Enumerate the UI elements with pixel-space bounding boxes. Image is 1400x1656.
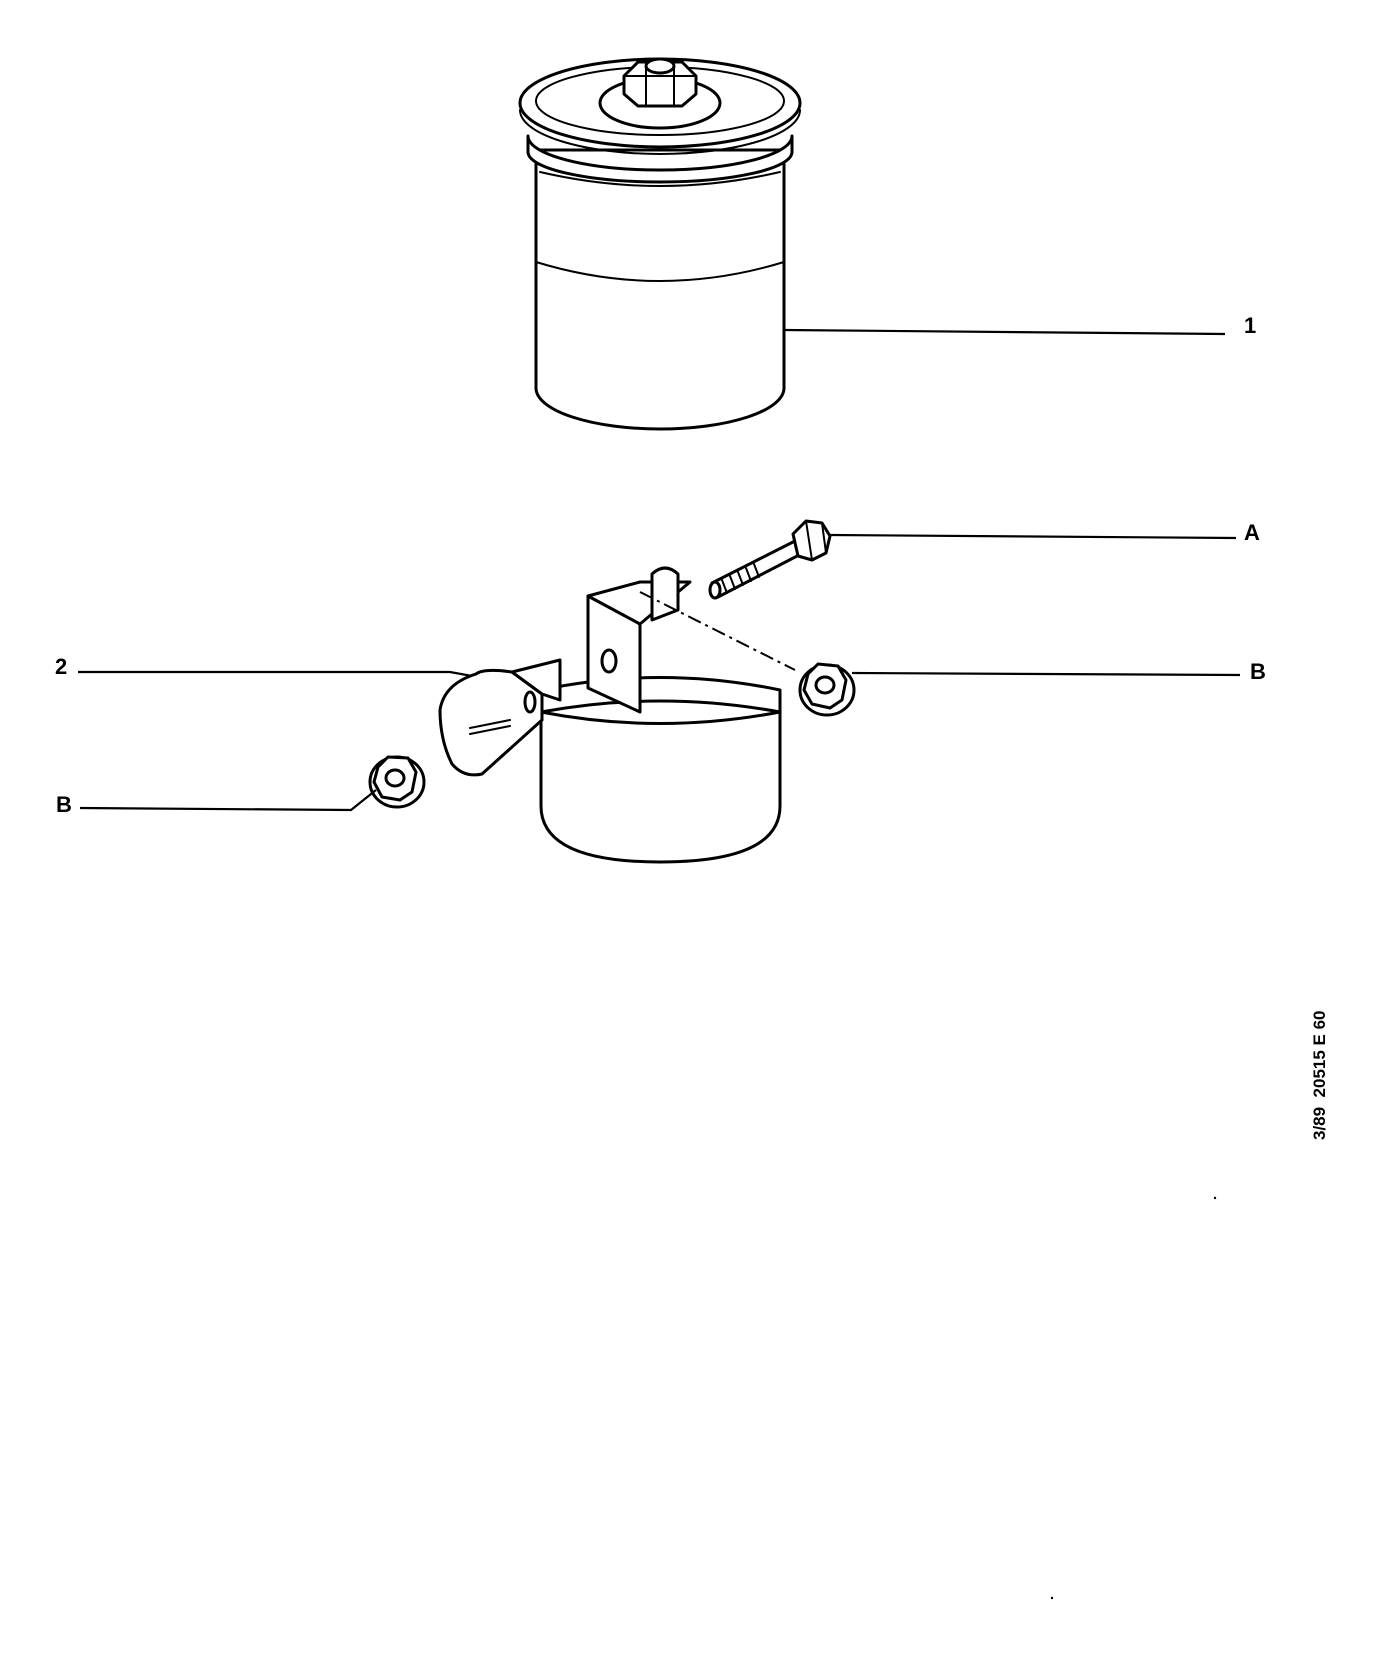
callout-1: 1 xyxy=(1244,313,1256,338)
scan-speck xyxy=(1050,1596,1054,1600)
callout-a: A xyxy=(1244,520,1260,545)
bolt-a xyxy=(708,519,832,600)
filter-outlet-nut xyxy=(622,57,698,108)
leader-2 xyxy=(78,670,473,678)
leader-b-right xyxy=(851,671,1241,677)
leader-b-left xyxy=(79,789,377,812)
reference-code: 3/89 20515 E 60 xyxy=(1310,1010,1329,1140)
callout-b-left: B xyxy=(56,792,72,817)
nut-b-left xyxy=(368,755,426,809)
callout-2: 2 xyxy=(55,654,67,679)
scan-speck xyxy=(1213,1196,1217,1200)
nut-b-right xyxy=(798,662,856,717)
leader-1 xyxy=(783,328,1226,336)
fuel-filter xyxy=(518,57,802,431)
assembly-axis xyxy=(639,591,796,671)
callout-b-right: B xyxy=(1250,659,1266,684)
mounting-clamp xyxy=(438,566,782,864)
leader-a xyxy=(829,533,1237,540)
